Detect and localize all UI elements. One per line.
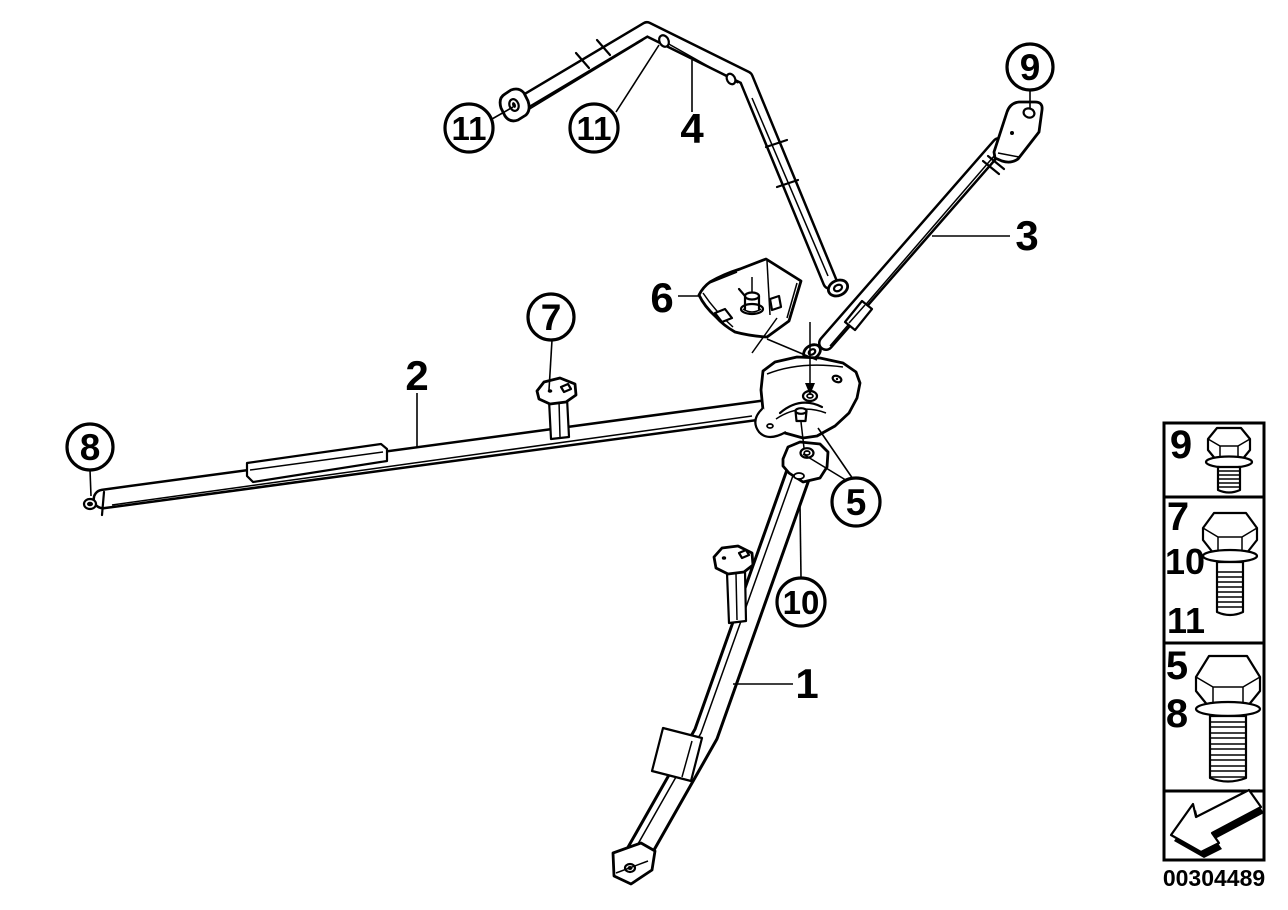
hex-flange-bolt-short-icon bbox=[1204, 426, 1254, 494]
hex-flange-bolt-long-icon bbox=[1194, 654, 1262, 783]
part-number: 2 bbox=[405, 352, 428, 399]
grommet-top bbox=[743, 291, 761, 301]
part-number: 4 bbox=[680, 105, 704, 152]
part-number: 1 bbox=[795, 660, 818, 707]
legend-ref-7: 7 bbox=[1167, 495, 1189, 539]
top-bracket bbox=[781, 440, 830, 484]
legend-row-arrow bbox=[1169, 788, 1264, 858]
mini-bolt-head bbox=[794, 407, 808, 415]
part-label-6[interactable]: 6 bbox=[650, 274, 700, 321]
bend-hole bbox=[658, 34, 670, 48]
direction-arrow-icon bbox=[1169, 788, 1264, 858]
legend-ref-5: 5 bbox=[1166, 644, 1188, 688]
part-label-3[interactable]: 3 bbox=[932, 212, 1039, 259]
legend-ref-8: 8 bbox=[1166, 692, 1188, 736]
part-number: 3 bbox=[1015, 212, 1038, 259]
part-label-1[interactable]: 1 bbox=[733, 660, 819, 707]
assembly-lines bbox=[751, 317, 818, 449]
legend-ref-11: 11 bbox=[1167, 600, 1205, 641]
foot-plate bbox=[611, 841, 657, 886]
callout-10[interactable]: 10 bbox=[775, 504, 827, 628]
callout-circle bbox=[775, 576, 827, 628]
part-label-2[interactable]: 2 bbox=[405, 352, 429, 447]
bracket-6 bbox=[697, 257, 803, 339]
callout-label: 5 bbox=[846, 482, 867, 523]
legend-table: 9 7 10 11 5 8 bbox=[1162, 421, 1266, 891]
sleeve bbox=[650, 726, 704, 783]
part-number: 6 bbox=[650, 274, 673, 321]
callout-label: 9 bbox=[1020, 47, 1041, 88]
callout-circle bbox=[65, 422, 115, 472]
legend-row-bolt-9[interactable]: 9 bbox=[1170, 423, 1254, 494]
legend-row-bolt-7-10-11[interactable]: 7 10 11 bbox=[1165, 495, 1259, 641]
callout-11-left[interactable]: 11 bbox=[443, 102, 514, 154]
junction-plate bbox=[754, 355, 862, 440]
callout-8[interactable]: 8 bbox=[65, 422, 115, 497]
callout-circle bbox=[526, 292, 576, 342]
callout-label: 11 bbox=[577, 110, 612, 147]
callout-11-right[interactable]: 11 bbox=[568, 44, 660, 154]
strut-4-tube bbox=[498, 21, 850, 298]
callout-circle bbox=[1005, 42, 1055, 92]
standoff-plate bbox=[535, 376, 578, 406]
callout-label: 10 bbox=[783, 584, 820, 621]
part-label-4[interactable]: 4 bbox=[680, 60, 704, 152]
mid-hole bbox=[725, 72, 737, 86]
strut-brace-artwork bbox=[82, 21, 1044, 886]
diagram-image-number: 00304489 bbox=[1163, 865, 1265, 891]
sleeve bbox=[245, 442, 389, 484]
top-hole bbox=[1022, 107, 1036, 119]
legend-row-bolt-5-8[interactable]: 5 8 bbox=[1166, 644, 1262, 783]
strut-1-bar bbox=[611, 440, 830, 886]
callout-circle bbox=[830, 476, 882, 528]
sleeve bbox=[843, 299, 874, 332]
callout-circle bbox=[568, 102, 620, 154]
callout-9[interactable]: 9 bbox=[1005, 42, 1055, 108]
callouts: 11 11 9 7 8 5 bbox=[65, 42, 1055, 628]
callout-label: 7 bbox=[541, 297, 562, 338]
callout-label: 8 bbox=[80, 427, 101, 468]
legend-ref-9: 9 bbox=[1170, 423, 1192, 467]
strut-2-bar bbox=[82, 376, 773, 517]
callout-label: 11 bbox=[452, 110, 487, 147]
hex-flange-bolt-medium-icon bbox=[1201, 511, 1259, 617]
part-labels: 4 3 2 6 1 bbox=[405, 60, 1039, 707]
legend-ref-10: 10 bbox=[1165, 541, 1205, 582]
callout-5[interactable]: 5 bbox=[802, 427, 882, 528]
callout-circle bbox=[443, 102, 495, 154]
strut-3-tube bbox=[802, 100, 1044, 361]
callout-7[interactable]: 7 bbox=[526, 292, 576, 391]
